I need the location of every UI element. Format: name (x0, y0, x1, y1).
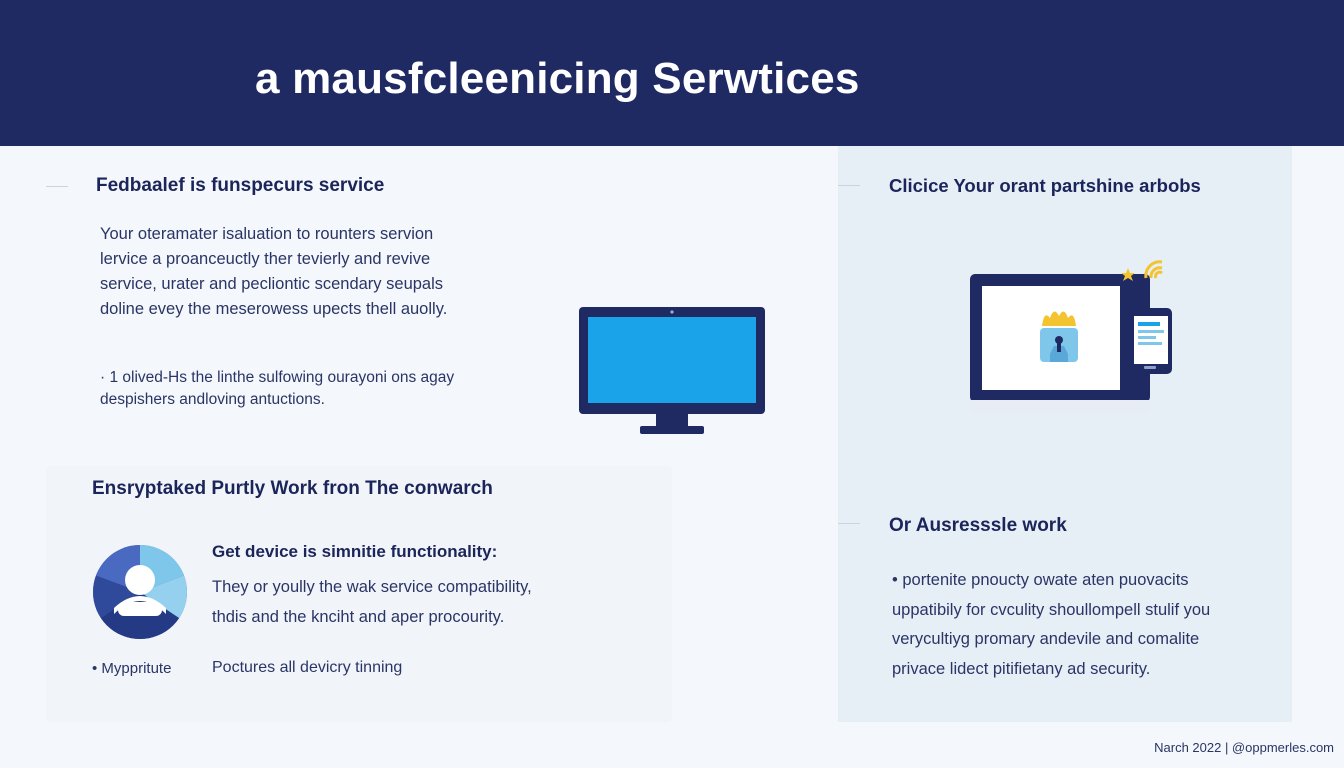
section-encrypted-work: Ensryptaked Purtly Work fron The conwarc… (46, 466, 672, 722)
section-heading: Or Ausresssle work (889, 515, 1067, 536)
header-banner: a mausfcleenicing Serwtices (0, 0, 1344, 146)
paragraph-line: uppatibily for cvculity shoullompell stu… (892, 600, 1211, 619)
paragraph-line: verycultiyg promary andevile and comalit… (892, 630, 1200, 648)
paragraph-line: thdis and the knciht and aper procourity… (212, 608, 505, 626)
paragraph-line: • portenite pnoucty owate aten puovacits (892, 571, 1189, 589)
divider-tick (46, 186, 68, 187)
user-avatar-icon (93, 545, 187, 639)
section-heading: Clicice Your orant partshine arbobs (889, 175, 1201, 196)
divider-tick (838, 185, 860, 186)
bullet-text: Poctures all devicry tinning (212, 659, 403, 676)
paragraph-line: They or yoully the wak service compatibi… (212, 578, 532, 596)
section-paragraph: They or yoully the wak service compatibi… (212, 572, 532, 632)
bullet-label: • Myppritute (92, 660, 172, 677)
paragraph-line: doline evey the meserowess upects thell … (100, 300, 448, 318)
paragraph-line: lervice a proanceuctly ther tevierly and… (100, 250, 431, 268)
section-paragraph: • portenite pnoucty owate aten puovacits… (892, 566, 1210, 684)
section-service-feedback: Fedbaalef is funspecurs service Your ote… (46, 164, 826, 454)
section-heading: Ensryptaked Purtly Work fron The conwarc… (92, 478, 493, 499)
section-heading: Fedbaalef is funspecurs service (96, 175, 385, 196)
section-partner-work: Clicice Your orant partshine arbobs Or A… (838, 146, 1292, 722)
monitor-icon (579, 307, 765, 434)
page-title: a mausfcleenicing Serwtices (255, 54, 860, 103)
bullet-line: · 1 olived-Hs the linthe sulfowing ouray… (100, 369, 455, 386)
section-bullet: · 1 olived-Hs the linthe sulfowing ouray… (100, 367, 454, 411)
divider-tick (838, 523, 860, 524)
bullet-line: despishers andloving antuctions. (100, 391, 325, 408)
footer-credit: Narch 2022 | @oppmerles.com (1154, 740, 1334, 755)
paragraph-line: Your oteramater isaluation to rounters s… (100, 225, 434, 243)
section-paragraph: Your oteramater isaluation to rounters s… (100, 222, 447, 322)
paragraph-line: service, urater and pecliontic scendary … (100, 275, 444, 293)
paragraph-line: privace lidect pitifietany ad security. (892, 659, 1151, 678)
section-subheading: Get device is simnitie functionality: (212, 542, 498, 561)
laptop-lock-icon (970, 260, 1172, 414)
